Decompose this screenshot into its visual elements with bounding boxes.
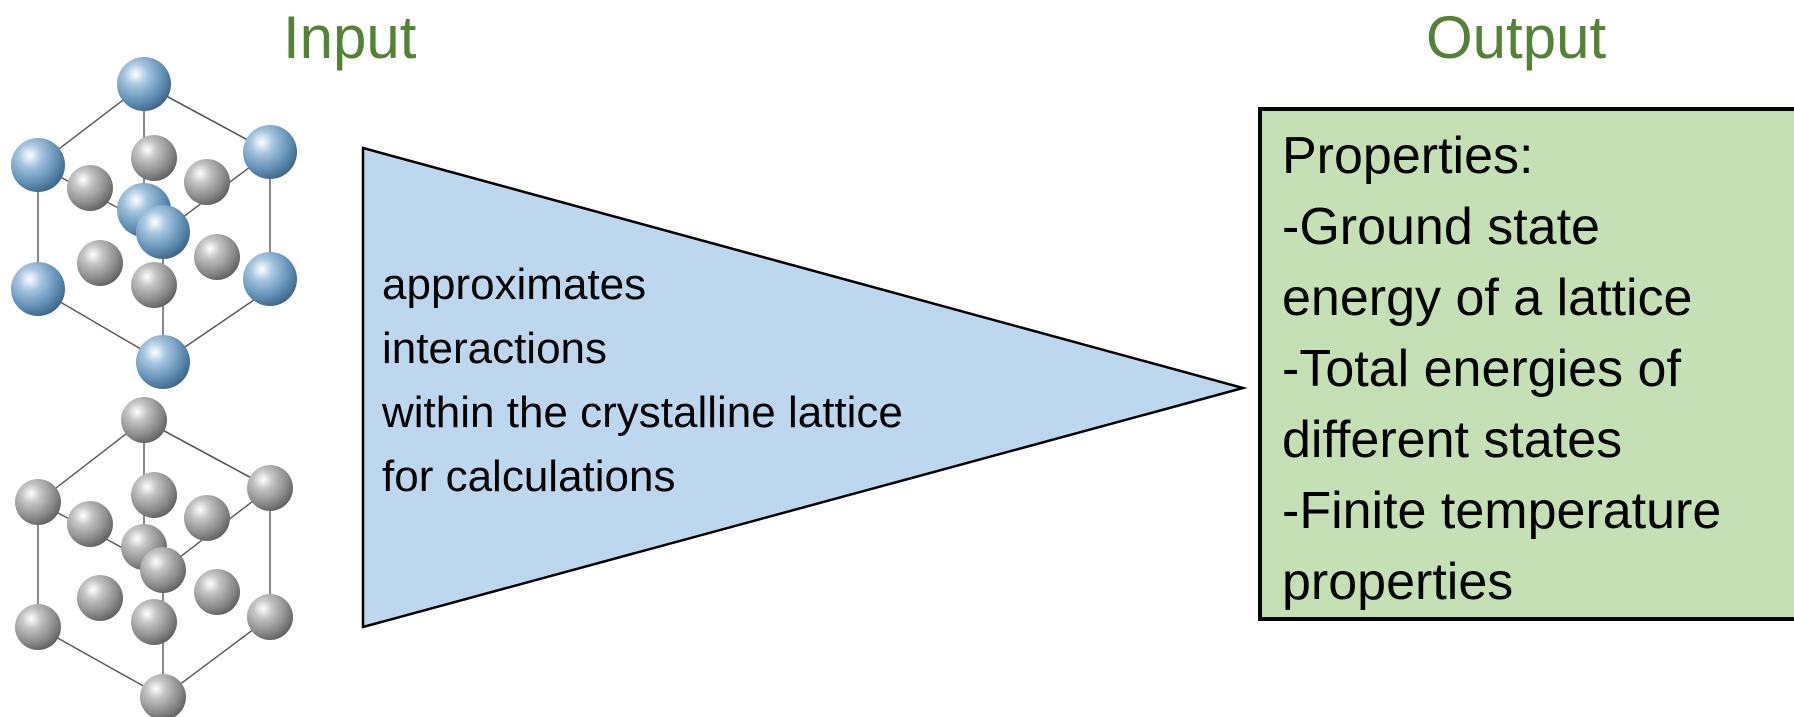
output-line: -Finite temperature: [1282, 482, 1722, 540]
output-line: different states: [1282, 411, 1623, 469]
lattice-atoms-mixed: [11, 57, 297, 389]
output-line: properties: [1282, 553, 1514, 611]
process-line: approximates: [382, 260, 647, 309]
process-line: interactions: [382, 324, 608, 373]
crystal-lattice-illustration: [11, 57, 297, 717]
output-line: -Total energies of: [1282, 340, 1681, 398]
process-description: approximates interactions within the cry…: [382, 253, 903, 509]
output-line: Properties:: [1282, 127, 1534, 185]
output-properties-box: Properties: -Ground state energy of a la…: [1258, 107, 1794, 621]
output-line: energy of a lattice: [1282, 269, 1693, 327]
lattice-atoms-gray: [15, 397, 293, 717]
output-line: -Ground state: [1282, 198, 1600, 256]
output-heading: Output: [1426, 4, 1607, 71]
process-line: for calculations: [382, 452, 676, 501]
input-heading: Input: [283, 4, 417, 71]
process-line: within the crystalline lattice: [382, 388, 903, 437]
